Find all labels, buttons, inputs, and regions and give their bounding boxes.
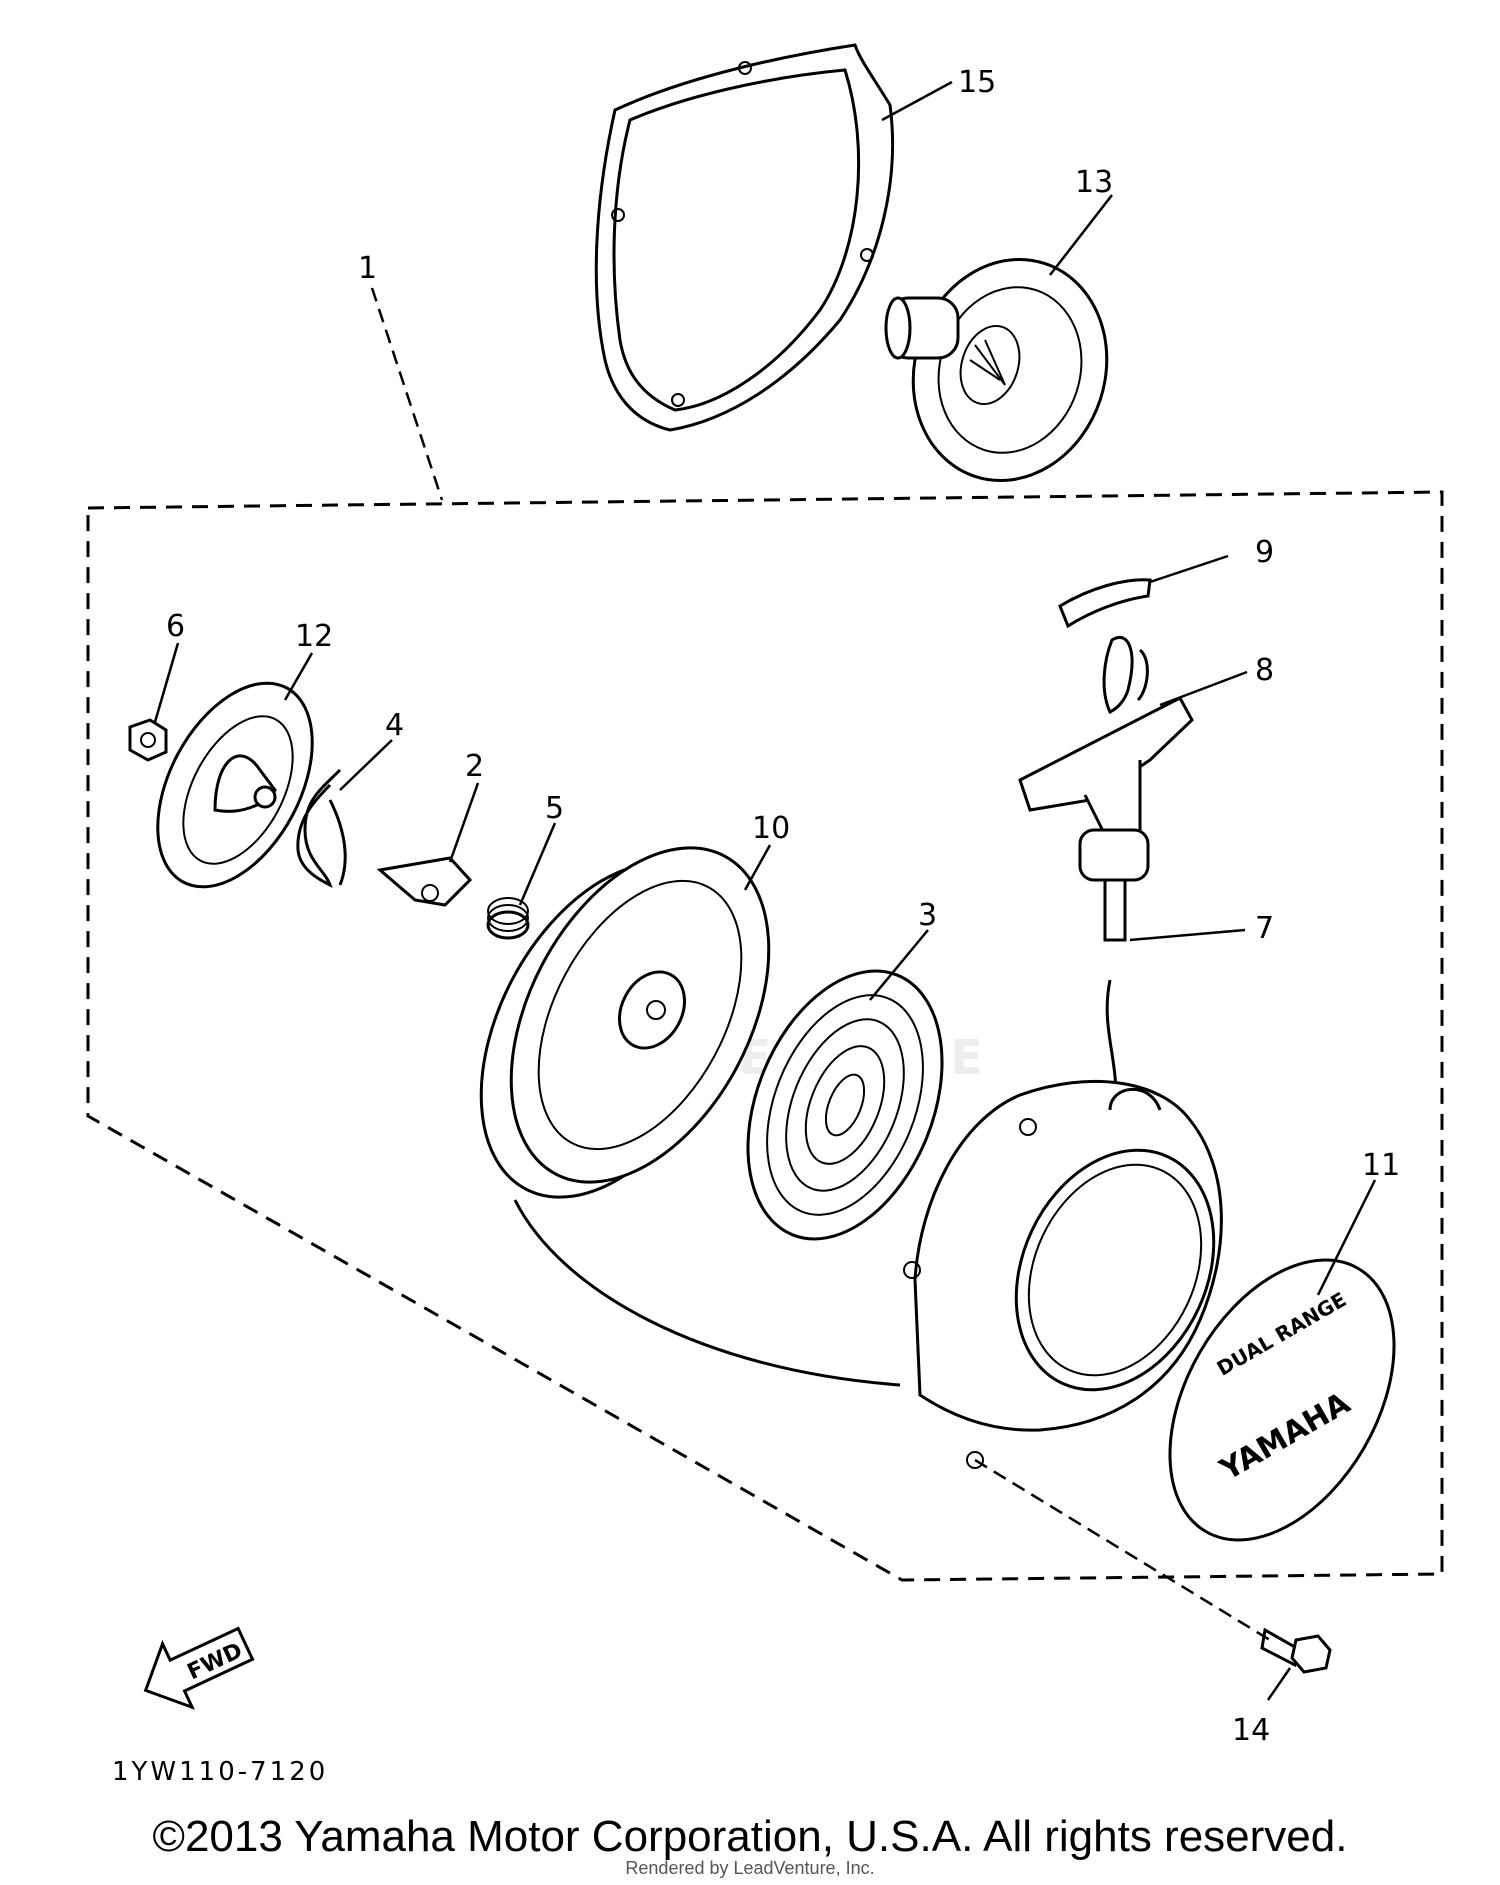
- part-2-pawl[interactable]: [376, 856, 473, 907]
- callout-4: 4: [385, 708, 404, 743]
- drawing-code: 1YW110-7120: [112, 1757, 328, 1787]
- part-6-nut[interactable]: [128, 718, 168, 762]
- assembly-boundary: [86, 490, 1444, 1582]
- part-14-bolt[interactable]: [1260, 1627, 1332, 1674]
- part-11-emblem[interactable]: DUAL RANGE YAMAHA: [1124, 1221, 1441, 1579]
- callout-7: 7: [1255, 911, 1274, 946]
- callout-1: 1: [358, 251, 377, 286]
- part-12-cover-plate[interactable]: [126, 657, 344, 912]
- part-15-gasket[interactable]: [594, 43, 895, 432]
- callout-2: 2: [465, 749, 484, 784]
- rendered-by-credit: Rendered by LeadVenture, Inc.: [625, 1858, 875, 1878]
- part-1-starter-housing[interactable]: [903, 1079, 1251, 1469]
- part-3-recoil-spring[interactable]: [711, 942, 979, 1268]
- callout-9: 9: [1255, 535, 1274, 570]
- fwd-arrow-icon: FWD: [143, 1626, 255, 1710]
- copyright-notice: ©2013 Yamaha Motor Corporation, U.S.A. A…: [152, 1812, 1348, 1861]
- callout-3: 3: [918, 898, 937, 933]
- part-7-rope[interactable]: [1103, 878, 1127, 942]
- callout-6: 6: [166, 609, 185, 644]
- callout-15: 15: [958, 65, 996, 100]
- callout-8: 8: [1255, 653, 1274, 688]
- part-4-spring-clip[interactable]: [296, 768, 347, 888]
- callout-10: 10: [752, 811, 790, 846]
- part-9-handle-cap[interactable]: [1058, 578, 1152, 629]
- callout-5: 5: [545, 791, 564, 826]
- part-8-starter-handle[interactable]: [1018, 636, 1194, 882]
- part-10-sheave-drum[interactable]: [428, 804, 821, 1240]
- part-5-pawl-spring[interactable]: [486, 897, 530, 940]
- leader-lines: [153, 80, 1377, 1701]
- callout-11: 11: [1362, 1148, 1400, 1183]
- part-13-drive-pulley[interactable]: [884, 234, 1135, 506]
- callout-12: 12: [295, 619, 333, 654]
- callout-13: 13: [1075, 165, 1113, 200]
- callout-14: 14: [1232, 1713, 1270, 1748]
